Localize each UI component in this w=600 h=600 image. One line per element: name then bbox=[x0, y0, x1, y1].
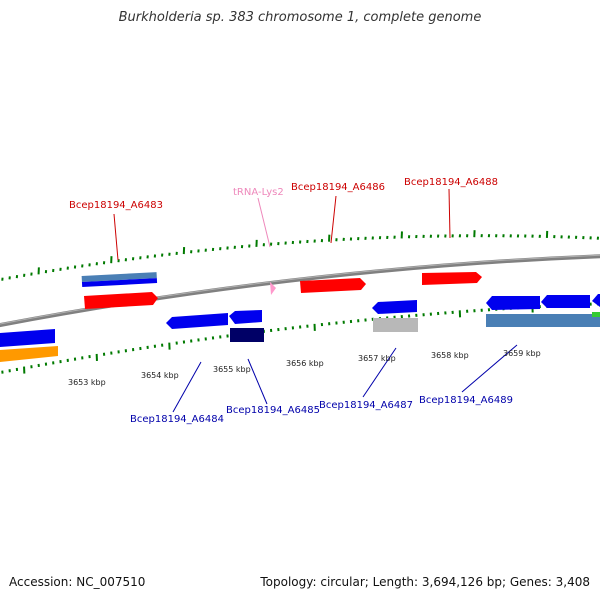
gene-label-a6488[interactable]: Bcep18194_A6488 bbox=[404, 177, 498, 188]
gene-a6485-cds bbox=[230, 328, 264, 342]
gene-a6489-cds bbox=[486, 314, 592, 327]
gene-label-a6487[interactable]: Bcep18194_A6487 bbox=[319, 400, 413, 411]
gene-label-a6489[interactable]: Bcep18194_A6489 bbox=[419, 395, 513, 406]
gene-a6488-arrow bbox=[422, 272, 482, 285]
gene-right-edge-arrow bbox=[592, 294, 600, 307]
gene-a6489-arrow-1 bbox=[486, 296, 540, 310]
topology-summary: Topology: circular; Length: 3,694,126 bp… bbox=[260, 575, 590, 589]
map-title: Burkholderia sp. 383 chromosome 1, compl… bbox=[118, 10, 482, 25]
gene-label-trna-lys2[interactable]: tRNA-Lys2 bbox=[233, 187, 284, 198]
gene-a6485-arrow bbox=[229, 310, 262, 324]
gene-right-edge-green bbox=[592, 312, 600, 317]
leader-a6487 bbox=[362, 347, 397, 398]
gene-label-a6486[interactable]: Bcep18194_A6486 bbox=[291, 182, 385, 193]
leader-a6486 bbox=[330, 195, 337, 244]
gene-a6484-arrow bbox=[166, 313, 228, 329]
gene-a6487-misc bbox=[373, 318, 418, 332]
scale-label-3653: 3653 kbp bbox=[68, 378, 106, 387]
gene-left-edge-arrow bbox=[0, 329, 55, 347]
chromosome-backbone bbox=[0, 254, 600, 328]
gene-a6486-arrow bbox=[300, 278, 366, 293]
leader-a6483 bbox=[113, 213, 119, 261]
scale-label-3657: 3657 kbp bbox=[358, 354, 396, 363]
leader-a6489 bbox=[461, 344, 518, 393]
scale-label-3654: 3654 kbp bbox=[141, 371, 179, 380]
feature-a6483-cds bbox=[81, 272, 158, 287]
scale-label-3656: 3656 kbp bbox=[286, 359, 324, 368]
leader-a6484 bbox=[172, 361, 202, 413]
scale-label-3655: 3655 kbp bbox=[213, 365, 251, 374]
leader-a6485 bbox=[247, 358, 268, 405]
gene-left-edge-orange bbox=[0, 346, 58, 362]
gene-right-edge-cds bbox=[592, 317, 600, 327]
scale-label-3659: 3659 kbp bbox=[503, 349, 541, 358]
gene-label-a6483[interactable]: Bcep18194_A6483 bbox=[69, 200, 163, 211]
leader-a6488 bbox=[448, 188, 451, 239]
accession-text: Accession: NC_007510 bbox=[9, 575, 146, 589]
gene-a6489-arrow-2 bbox=[541, 295, 590, 308]
trna-lys2-arrow bbox=[270, 282, 276, 295]
gene-label-a6485[interactable]: Bcep18194_A6485 bbox=[226, 405, 320, 416]
gene-label-a6484[interactable]: Bcep18194_A6484 bbox=[130, 414, 224, 425]
chromosome-backbone-highlight bbox=[0, 254, 600, 325]
leader-trna-lys2 bbox=[257, 197, 271, 248]
gene-a6487-arrow bbox=[372, 300, 417, 314]
gene-a6483-arrow bbox=[84, 292, 158, 309]
upper-scale-ticks bbox=[1, 230, 600, 281]
scale-label-3658: 3658 kbp bbox=[431, 351, 469, 360]
